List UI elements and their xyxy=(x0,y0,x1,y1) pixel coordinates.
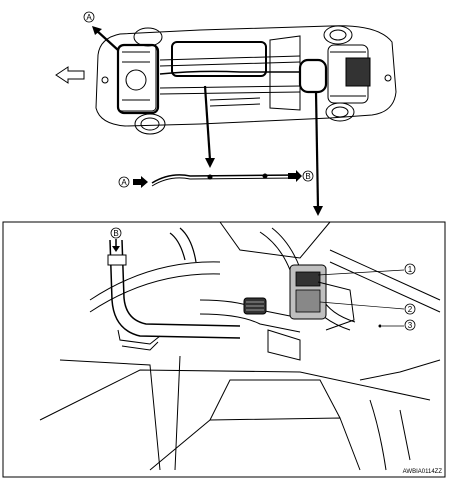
reference-code: AWBIA0114ZZ xyxy=(403,469,443,475)
callout-b-detail: B xyxy=(110,227,122,252)
svg-text:1: 1 xyxy=(408,265,413,274)
svg-text:3: 3 xyxy=(408,321,413,330)
svg-text:2: 2 xyxy=(408,305,413,314)
callout-b-pipe: B xyxy=(288,170,314,182)
pipe-pointer-arrow xyxy=(203,85,215,168)
svg-text:A: A xyxy=(121,178,127,187)
callout-1: 1 xyxy=(317,263,416,276)
svg-text:B: B xyxy=(305,172,310,181)
front-arrow-icon xyxy=(55,66,85,84)
connector xyxy=(243,297,267,315)
sensor-module xyxy=(289,264,327,320)
callout-a-pipe: A xyxy=(118,176,148,188)
callout-a-top: A xyxy=(83,11,95,23)
svg-text:B: B xyxy=(113,229,118,238)
detail-view: B 1 2 3 AWBIA0114ZZ xyxy=(2,221,446,478)
pipe-assembly xyxy=(151,173,301,187)
vehicle-underbody-view xyxy=(95,25,397,135)
callout-3: 3 xyxy=(378,319,416,331)
callout-2: 2 xyxy=(319,301,416,315)
detail-pointer-arrow xyxy=(313,91,323,216)
svg-text:A: A xyxy=(86,13,92,22)
callout-arrow-a-top xyxy=(92,26,119,51)
